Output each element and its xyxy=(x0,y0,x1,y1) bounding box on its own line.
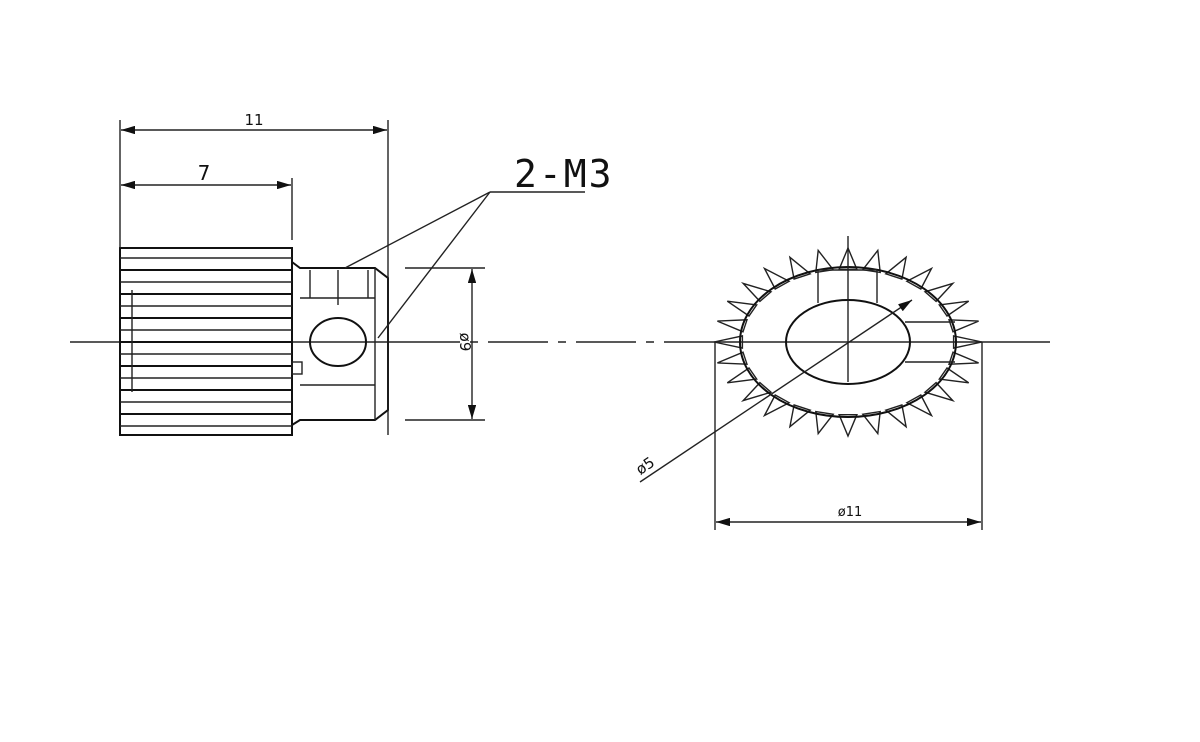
gear-tooth xyxy=(838,414,858,438)
gear-tooth xyxy=(861,248,881,274)
gear-tooth xyxy=(726,300,758,317)
gear-tooth xyxy=(861,410,881,436)
hub xyxy=(291,261,389,426)
gear-tooth xyxy=(815,248,835,274)
gear-tooth xyxy=(884,403,908,429)
gear-tooth xyxy=(717,319,748,333)
gear-tooth xyxy=(905,266,934,290)
gear-tooth xyxy=(948,319,979,333)
thread-callout: 2-M3 xyxy=(514,152,614,196)
gear-tooth xyxy=(923,281,956,303)
dimension-11 xyxy=(119,120,389,435)
gear-tooth xyxy=(815,410,835,436)
gear-teeth xyxy=(713,246,983,438)
dimension-d5 xyxy=(639,299,913,483)
dimension-d5-label: ø5 xyxy=(632,453,658,478)
gear-tooth xyxy=(717,351,748,365)
front-view xyxy=(713,236,983,438)
gear-tooth xyxy=(948,351,979,365)
side-view xyxy=(119,247,389,436)
set-screw-hole xyxy=(309,317,367,367)
gear-tooth xyxy=(952,335,983,349)
gear-tooth xyxy=(905,394,934,418)
dimension-d11-label: ø11 xyxy=(838,505,863,520)
gear-tooth xyxy=(740,381,773,403)
dimension-7 xyxy=(121,178,293,240)
knurl-lines xyxy=(120,257,292,427)
thread-leader xyxy=(344,191,585,339)
gear-tooth xyxy=(726,367,758,384)
gear-tooth xyxy=(938,300,970,317)
dimension-d9-label: ø9 xyxy=(456,333,474,352)
dimension-d11 xyxy=(714,342,983,530)
gear-tooth xyxy=(788,255,812,281)
gear-tooth xyxy=(938,367,970,384)
gear-tooth xyxy=(884,255,908,281)
gear-tooth xyxy=(713,335,744,349)
gear-tooth xyxy=(762,394,791,418)
dimension-d9 xyxy=(405,267,485,421)
dimension-11-label: 11 xyxy=(244,111,263,129)
gear-tooth xyxy=(923,381,956,403)
gear-tooth xyxy=(788,403,812,429)
gear-tooth xyxy=(740,281,773,303)
gear-tooth xyxy=(762,266,791,290)
dimension-7-label: 7 xyxy=(198,161,211,185)
